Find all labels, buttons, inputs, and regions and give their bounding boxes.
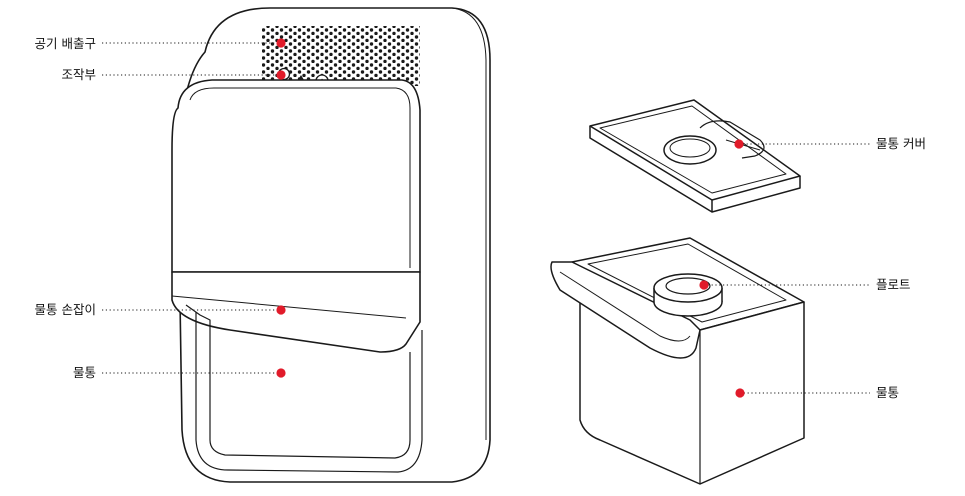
label-air-outlet: 공기 배출구 bbox=[8, 37, 96, 51]
label-water-tank: 물통 bbox=[8, 366, 96, 380]
marker-float bbox=[699, 280, 708, 289]
label-control-panel: 조작부 bbox=[8, 68, 96, 82]
label-water-tank-detail: 물통 bbox=[876, 386, 962, 400]
marker-tank-handle bbox=[276, 305, 285, 314]
marker-air-outlet bbox=[276, 38, 285, 47]
label-tank-cover: 물통 커버 bbox=[876, 137, 962, 151]
marker-control-panel bbox=[276, 70, 285, 79]
marker-water-tank bbox=[276, 368, 285, 377]
water-tank-part bbox=[551, 238, 804, 484]
tank-cover-part bbox=[590, 100, 800, 212]
label-float: 플로트 bbox=[876, 278, 962, 292]
dehumidifier-main-unit: ✱ bbox=[172, 8, 490, 482]
marker-water-tank-detail bbox=[735, 388, 744, 397]
label-tank-handle: 물통 손잡이 bbox=[8, 303, 96, 317]
marker-tank-cover bbox=[734, 139, 743, 148]
front-panel bbox=[172, 80, 420, 272]
